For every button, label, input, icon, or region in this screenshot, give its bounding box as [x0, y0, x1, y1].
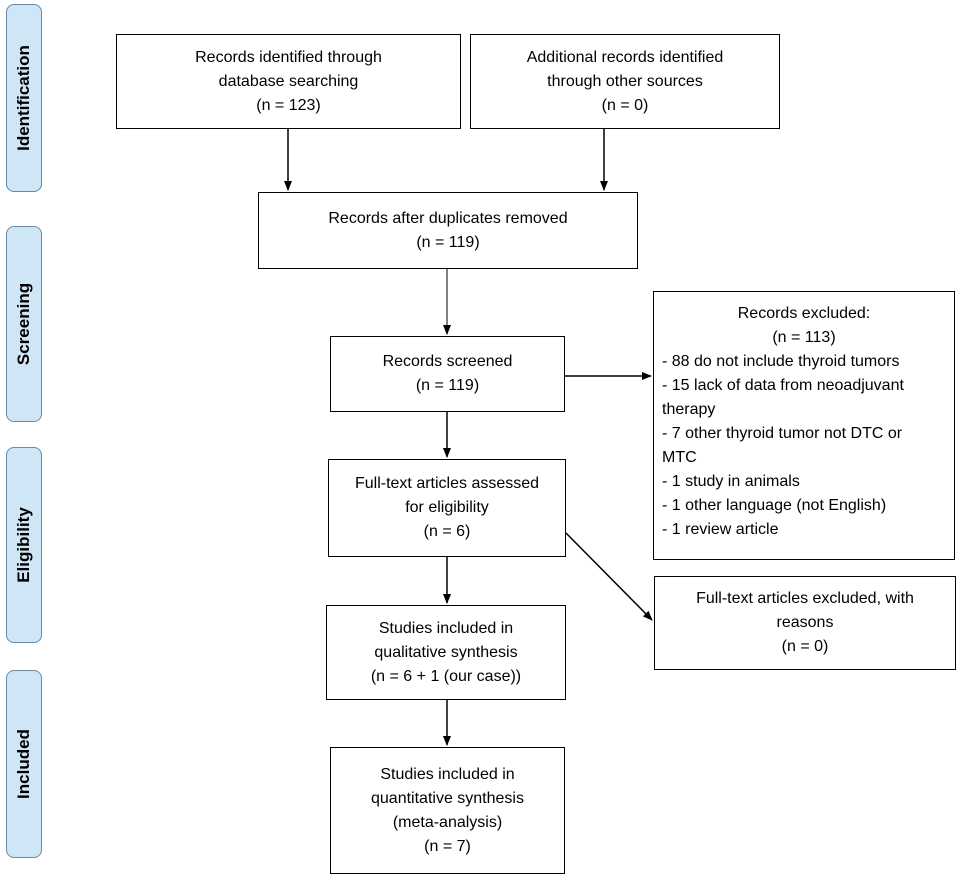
box-fulltext-excluded: Full-text articles excluded, with reason… — [654, 576, 956, 670]
box-records-excluded: Records excluded: (n = 113) - 88 do not … — [653, 291, 955, 560]
excluded-reason: - 1 other language (not English) — [662, 497, 887, 514]
phase-included: Included — [6, 670, 42, 858]
arrow-fulltext-to-fulltext-excluded — [565, 532, 653, 621]
box-database-search: Records identified through database sear… — [116, 34, 461, 129]
excluded-reason: - 1 study in animals — [662, 473, 800, 490]
excluded-reason: - 88 do not include thyroid tumors — [662, 353, 900, 370]
excluded-count: (n = 113) — [772, 329, 836, 346]
phase-identification: Identification — [6, 4, 42, 192]
phase-screening: Screening — [6, 226, 42, 422]
excluded-reason: - 1 review article — [662, 521, 779, 538]
excluded-reason: MTC — [662, 449, 697, 466]
excluded-reason: therapy — [662, 401, 716, 418]
phase-eligibility: Eligibility — [6, 447, 42, 643]
excluded-reason: - 7 other thyroid tumor not DTC or — [662, 425, 903, 442]
box-fulltext-assessed: Full-text articles assessed for eligibil… — [328, 459, 566, 557]
box-qualitative-synthesis: Studies included in qualitative synthesi… — [326, 605, 566, 700]
box-after-duplicates: Records after duplicates removed (n = 11… — [258, 192, 638, 269]
excluded-title: Records excluded: — [737, 305, 871, 322]
excluded-reason: - 15 lack of data from neoadjuvant — [662, 377, 904, 394]
box-quantitative-synthesis: Studies included in quantitative synthes… — [330, 747, 565, 874]
box-records-screened: Records screened (n = 119) — [330, 336, 565, 412]
box-other-sources: Additional records identified through ot… — [470, 34, 780, 129]
